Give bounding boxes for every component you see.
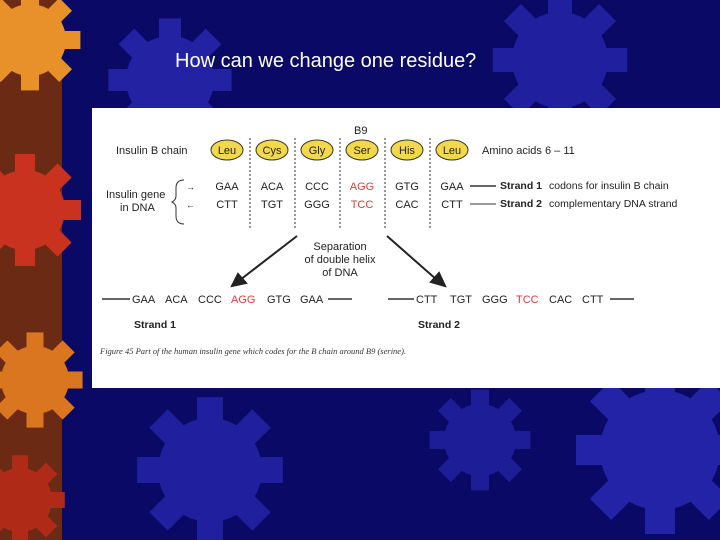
- right-arrow-head: [429, 271, 447, 288]
- codon: GGG: [482, 294, 508, 306]
- codon: CCC: [305, 181, 329, 193]
- amino-acid-label: Ser: [353, 145, 370, 157]
- codon: CTT: [441, 199, 463, 211]
- amino-acid-label: Leu: [218, 145, 236, 157]
- figure-svg: B9 Insulin B chain Leu Cys Gly Ser His L…: [99, 125, 678, 356]
- left-arrow-shaft: [239, 235, 298, 281]
- left-arrow-head: [230, 272, 248, 288]
- amino-acid-circle: [300, 139, 334, 161]
- blue-gear-bottom-right: [576, 366, 720, 534]
- slide-title: How can we change one residue?: [175, 50, 477, 72]
- right-arrow-shaft: [386, 235, 438, 281]
- mutation-codon: TCC: [516, 294, 539, 306]
- codon: GTG: [395, 181, 419, 193]
- amino-acid-row: Leu Cys Gly Ser His Leu: [210, 139, 469, 161]
- in-dna-label: in DNA: [120, 202, 156, 214]
- amino-acid-circle: [210, 139, 244, 161]
- insulin-b-chain-label: Insulin B chain: [116, 145, 188, 157]
- codon: TGT: [450, 294, 472, 306]
- strand1-codon-row: GAA ACA CCC AGG GTG GAA: [215, 181, 464, 193]
- blue-gear-bottom-left: [137, 397, 283, 540]
- separation-label-3: of DNA: [322, 267, 358, 279]
- strand-arrow-right: →: [186, 182, 195, 192]
- codon: GAA: [300, 294, 324, 306]
- amino-acid-circle: [345, 139, 379, 161]
- codon: TGT: [261, 199, 283, 211]
- gene-brace: [170, 179, 185, 225]
- blue-gear-mid-right: [429, 389, 531, 491]
- mutation-codon: TCC: [351, 199, 374, 211]
- amino-acid-circle: [390, 139, 424, 161]
- strand2-desc-bold: Strand 2: [500, 198, 542, 210]
- codon: CTT: [416, 294, 438, 306]
- codon: CTT: [582, 294, 604, 306]
- codon-separators: [249, 138, 431, 230]
- strand2-codon-row: CTT TGT GGG TCC CAC CTT: [216, 199, 463, 211]
- codon: ACA: [261, 181, 284, 193]
- strand1-desc: codons for insulin B chain: [549, 180, 669, 192]
- codon: ACA: [165, 294, 188, 306]
- figure-caption: Figure 45 Part of the human insulin gene…: [99, 346, 406, 356]
- insulin-gene-label: Insulin gene: [106, 189, 165, 201]
- codon: GGG: [304, 199, 330, 211]
- separation-label-2: of double helix: [305, 254, 376, 266]
- strand1-label: Strand 1: [134, 319, 176, 331]
- codon: CCC: [198, 294, 222, 306]
- amino-acid-label: Leu: [443, 145, 461, 157]
- codon: GAA: [215, 181, 239, 193]
- amino-acid-label: His: [399, 145, 415, 157]
- codon: CTT: [216, 199, 238, 211]
- left-orange-gear-2: [0, 332, 83, 428]
- mutation-codon: AGG: [231, 294, 255, 306]
- amino-acid-circle: [435, 139, 469, 161]
- amino-acid-label: Gly: [309, 145, 326, 157]
- codon: CAC: [549, 294, 572, 306]
- insulin-gene-figure: B9 Insulin B chain Leu Cys Gly Ser His L…: [92, 108, 720, 388]
- codon: GAA: [440, 181, 464, 193]
- strand-arrow-left: ←: [186, 200, 195, 210]
- amino-acid-label: Cys: [263, 145, 282, 157]
- strand2-label: Strand 2: [418, 319, 460, 331]
- separated-strand1-row: GAA ACA CCC AGG GTG GAA: [132, 294, 324, 306]
- amino-acids-range: Amino acids 6 – 11: [482, 145, 575, 157]
- strand2-desc: complementary DNA strand: [549, 198, 678, 210]
- mutation-codon: AGG: [350, 181, 374, 193]
- separated-strand2-row: CTT TGT GGG TCC CAC CTT: [416, 294, 604, 306]
- separation-arrows: [230, 235, 447, 288]
- codon: CAC: [395, 199, 418, 211]
- codon: GAA: [132, 294, 156, 306]
- amino-acid-circle: [255, 139, 289, 161]
- b9-label: B9: [354, 125, 367, 137]
- separation-label-1: Separation: [313, 241, 366, 253]
- codon: GTG: [267, 294, 291, 306]
- strand1-desc-bold: Strand 1: [500, 180, 542, 192]
